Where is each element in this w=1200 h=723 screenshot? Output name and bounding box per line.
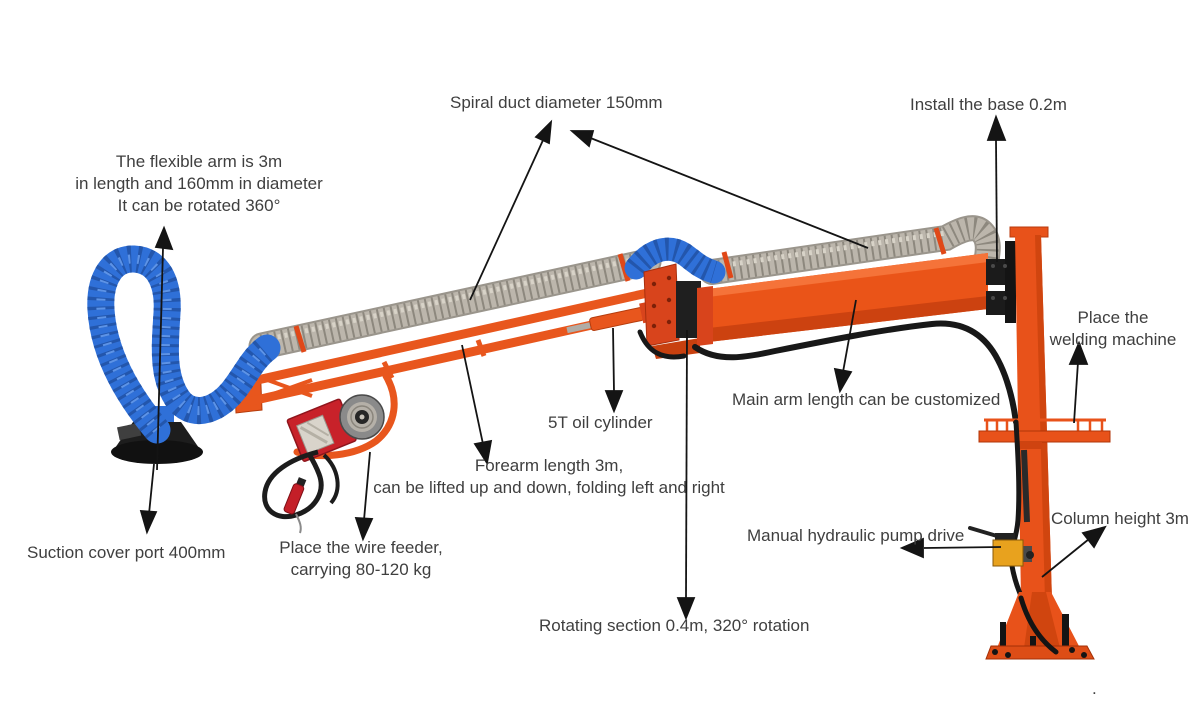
forearm-arrow <box>461 344 493 466</box>
duct-strap <box>617 253 631 282</box>
label-oil-cylinder: 5T oil cylinder <box>548 413 653 432</box>
label-spiral-duct: Spiral duct diameter 150mm <box>450 93 663 112</box>
base-cable <box>1018 595 1059 655</box>
oil-cylinder-arrow <box>604 327 624 414</box>
label-wire-feeder: Place the wire feeder, carrying 80-120 k… <box>279 538 443 579</box>
forearm-spiral-duct <box>248 248 662 360</box>
blue-duct-connector <box>624 237 726 284</box>
column-base <box>985 592 1095 660</box>
rotating-joint <box>643 263 701 359</box>
label-rotating-section: Rotating section 0.4m, 320° rotation <box>539 616 810 635</box>
label-hydraulic-pump: Manual hydraulic pump drive <box>747 526 965 545</box>
pump-handle <box>968 526 999 538</box>
welding-machine-tray <box>978 418 1111 449</box>
spiral-duct-arrow-right <box>569 130 869 249</box>
main-arm-spiral-duct <box>699 215 1001 285</box>
main-arm-beam <box>697 253 988 346</box>
column-height-arrow <box>1041 525 1107 578</box>
rotating-section-arrow <box>676 329 696 621</box>
wire-feeder-arrow <box>354 451 374 542</box>
label-place-welding: Place the welding machine <box>1049 308 1177 349</box>
wire-spool <box>339 394 385 440</box>
label-install-base: Install the base 0.2m <box>910 95 1067 114</box>
label-column-height: Column height 3m <box>1051 509 1189 528</box>
stray-dot: . <box>1092 679 1097 698</box>
flexible-arm-arrow <box>154 225 174 471</box>
wire-feeder <box>262 372 398 534</box>
place-welding-arrow <box>1068 340 1089 424</box>
hydraulic-cable-joint <box>637 329 687 360</box>
label-suction-cover: Suction cover port 400mm <box>27 543 226 562</box>
hydraulic-pump-arrow <box>899 537 1002 559</box>
arm-column-hinge <box>986 241 1016 323</box>
duct-strap <box>721 251 734 279</box>
hydraulic-pump <box>968 526 1034 567</box>
spiral-duct-arrow-left <box>469 119 553 301</box>
duct-strap <box>933 227 947 255</box>
label-main-arm: Main arm length can be customized <box>732 390 1001 409</box>
main-arm-arrow <box>833 299 857 394</box>
column-hose-dark <box>1021 449 1030 523</box>
hydraulic-cable <box>692 320 1019 425</box>
label-flexible-arm: The flexible arm is 3m in length and 160… <box>75 152 323 215</box>
welding-torch <box>283 477 307 515</box>
duct-strap <box>293 325 307 353</box>
install-base-arrow <box>986 114 1007 263</box>
flexible-hose <box>87 245 281 444</box>
suction-cover-arrow <box>139 463 158 535</box>
label-forearm: Forearm length 3m, can be lifted up and … <box>373 456 725 497</box>
